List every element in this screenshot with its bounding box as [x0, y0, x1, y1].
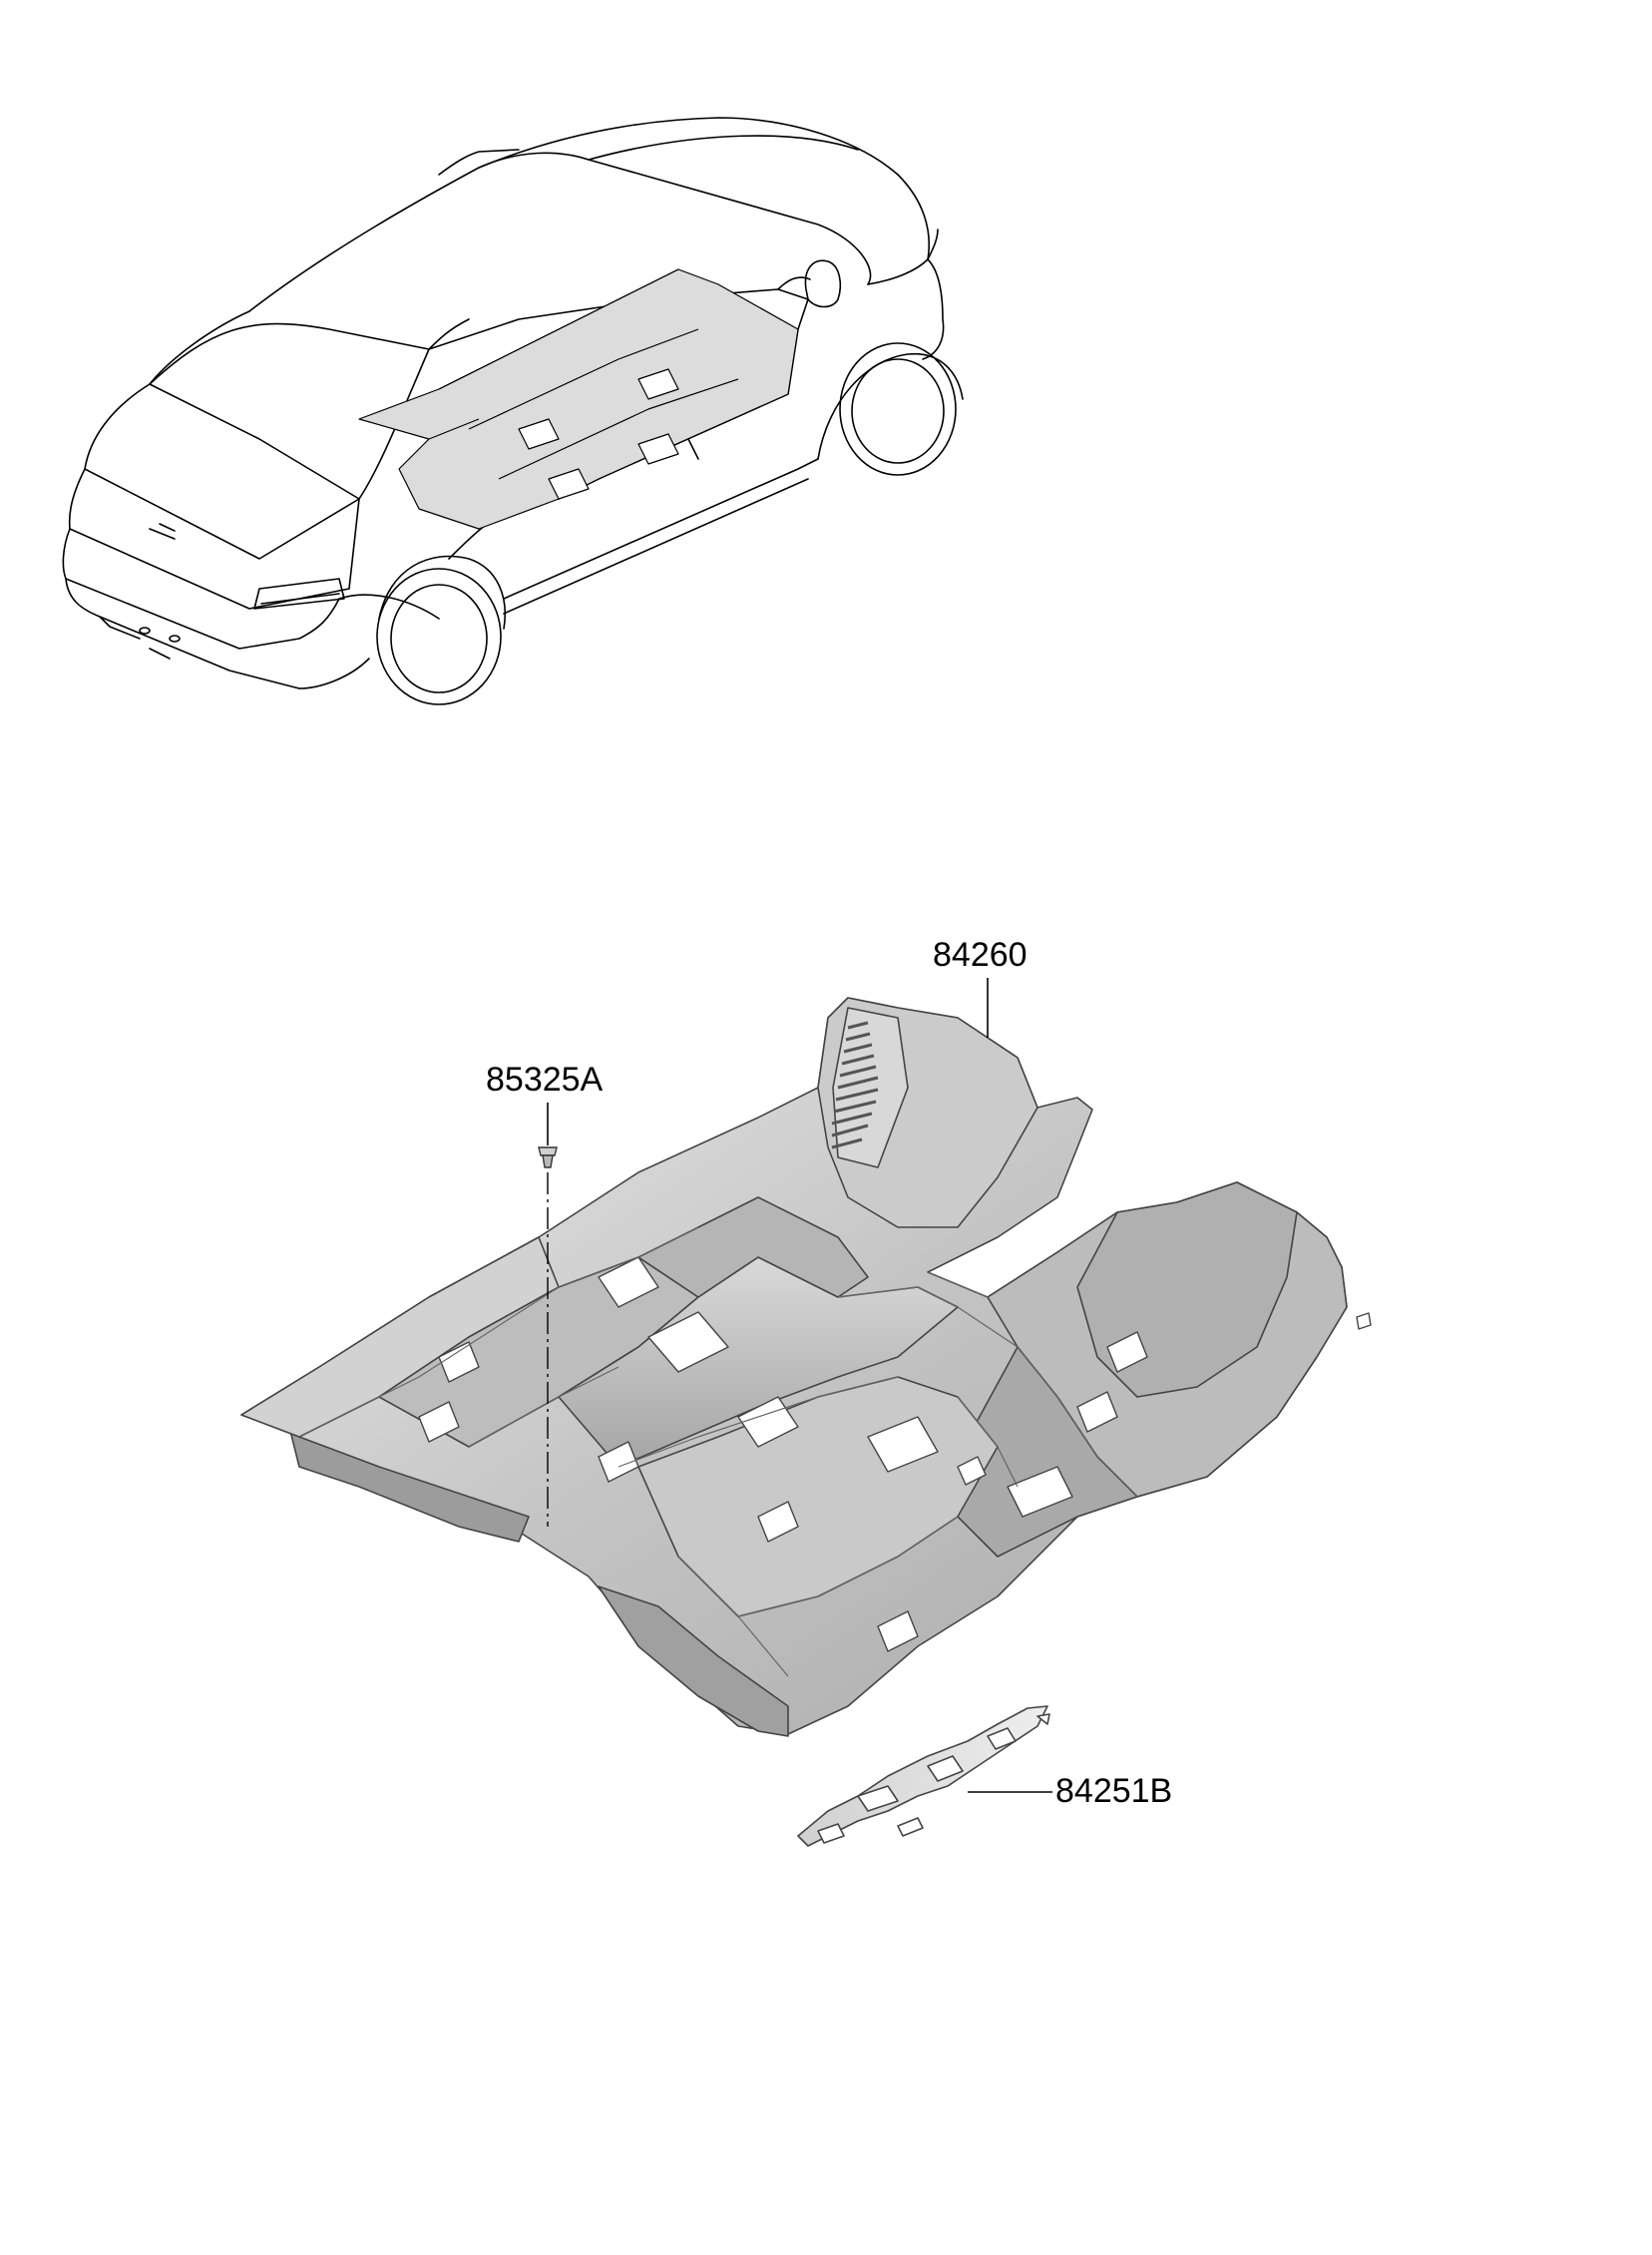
seat-mount-cutouts	[418, 1256, 1372, 1652]
part-label-floor-carpet[interactable]: 84260	[933, 936, 1028, 974]
pad-84251B	[797, 1705, 1050, 1847]
floor-carpet-84260	[240, 997, 1372, 1737]
carpet-contour-lines	[298, 1226, 1138, 1677]
vehicle-floor-highlight	[358, 268, 799, 530]
part-label-clip[interactable]: 85325A	[486, 1061, 604, 1099]
clip-85325A	[538, 1146, 558, 1168]
firewall-vent-slots	[831, 1021, 879, 1149]
part-label-pad[interactable]: 84251B	[1055, 1772, 1173, 1810]
